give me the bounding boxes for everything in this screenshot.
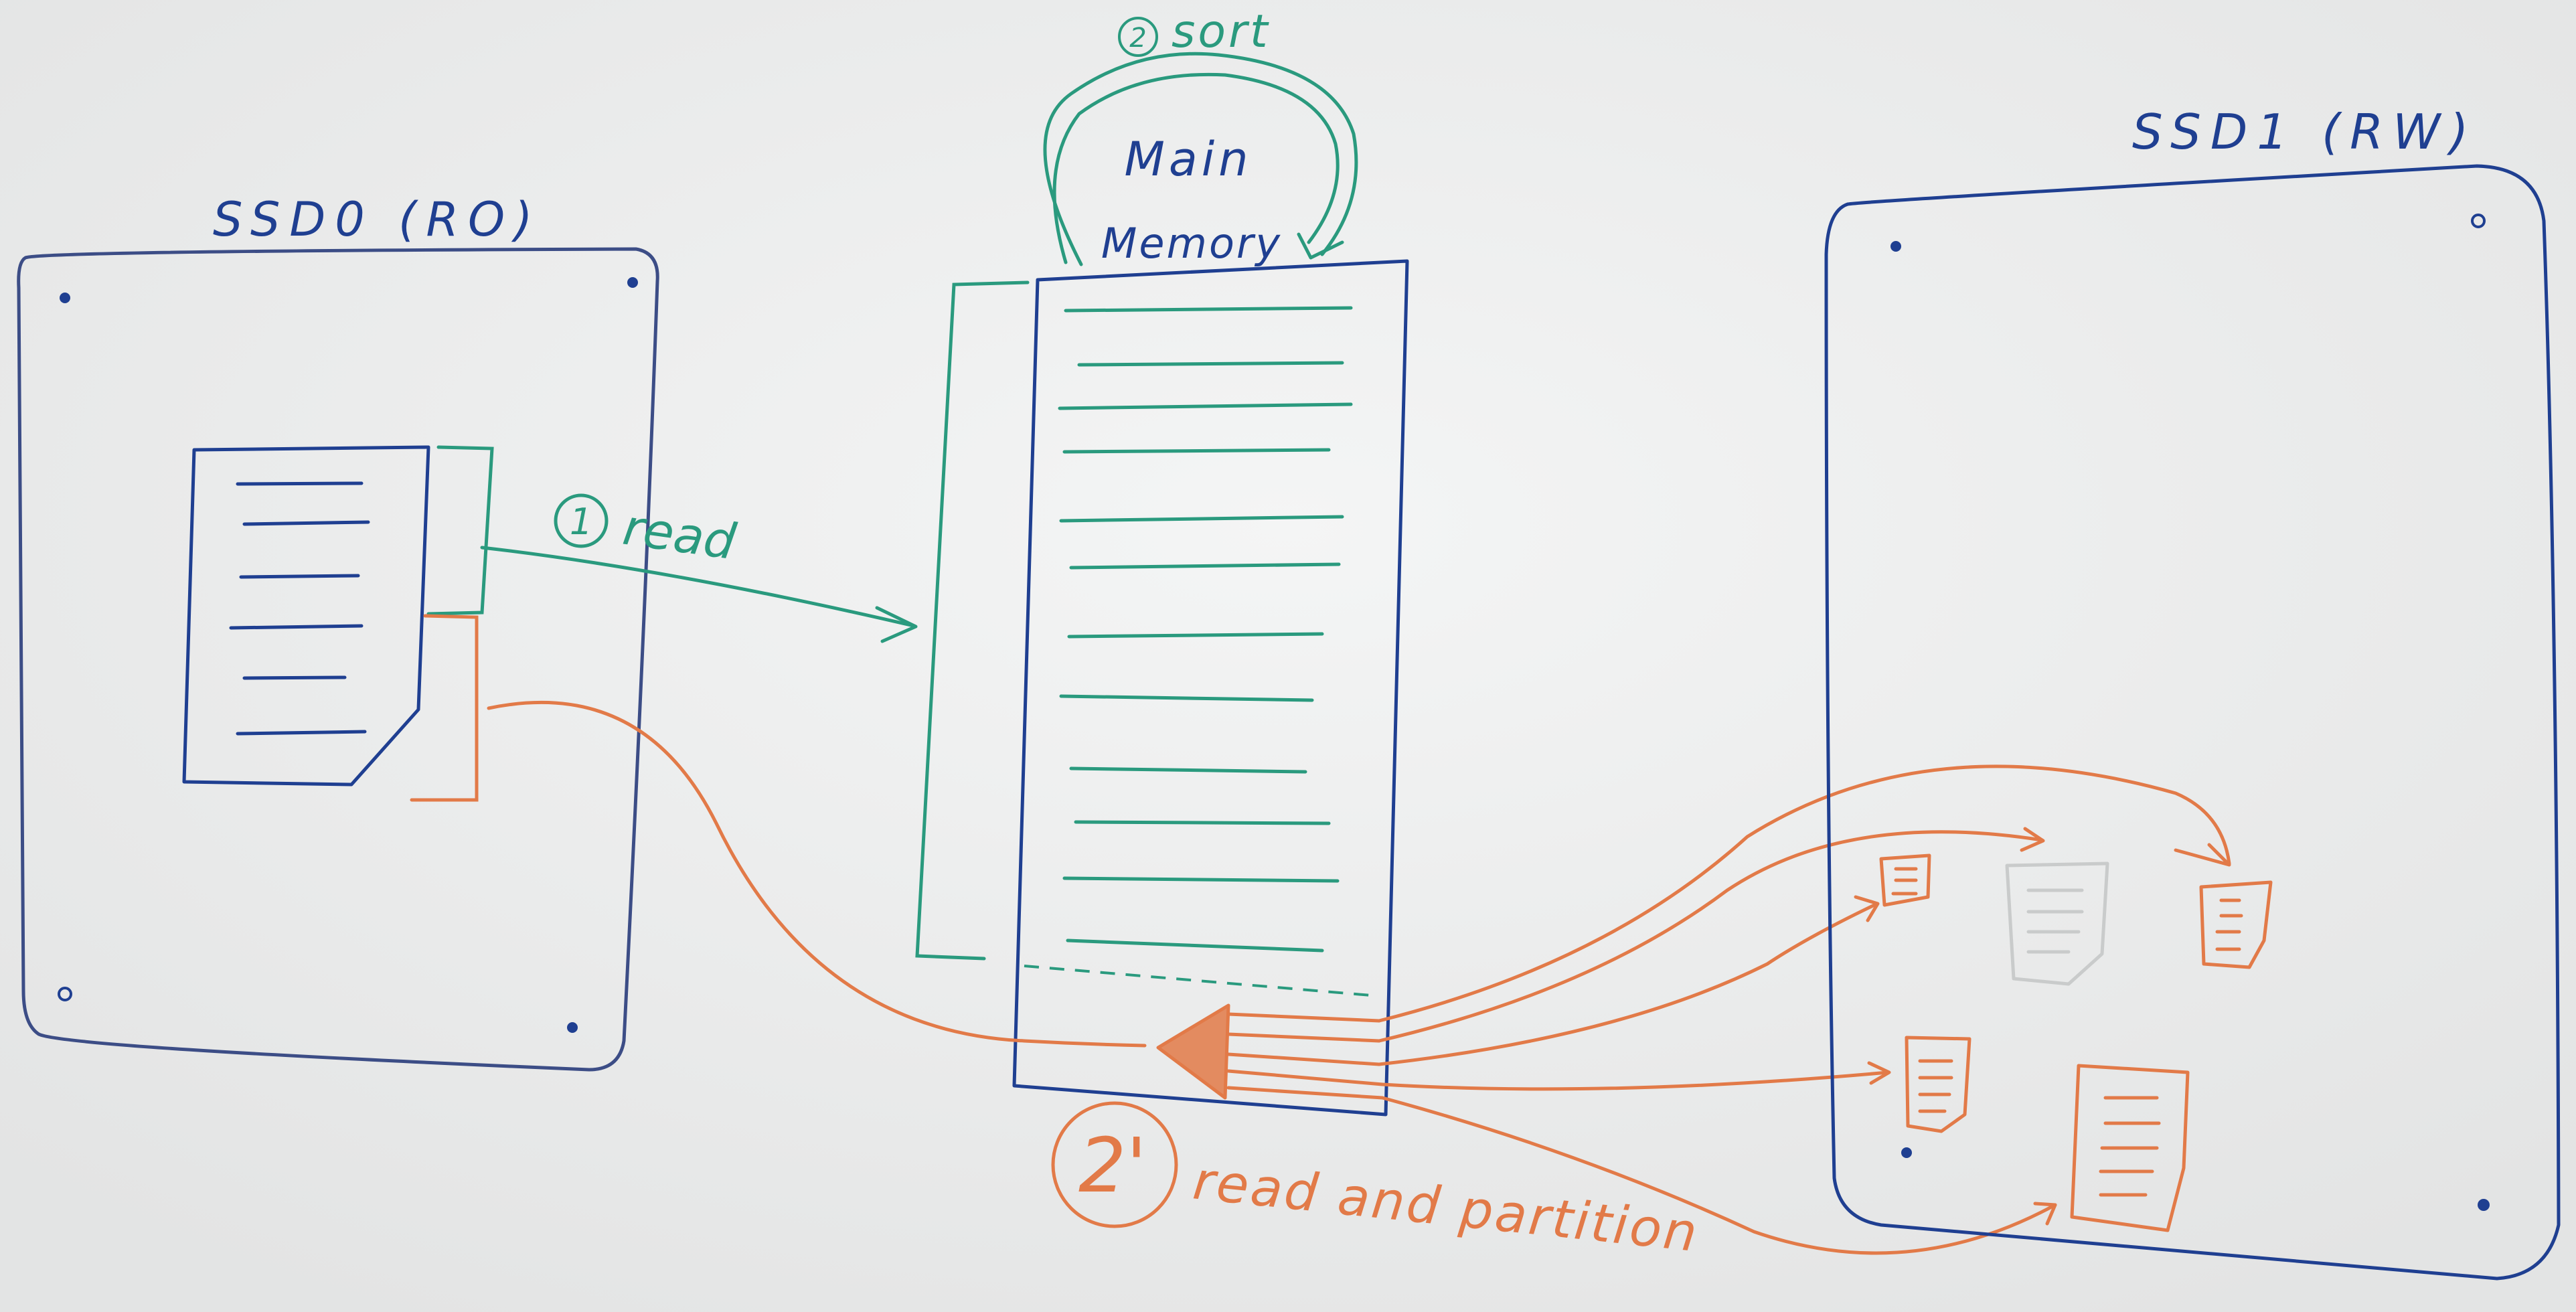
step-read-number-circle <box>554 493 609 548</box>
ssd0-outline <box>17 247 659 1072</box>
ssd0-screw-tr <box>627 277 638 288</box>
memory-record <box>1069 766 1307 774</box>
ssd1-screw-bl <box>1901 1147 1912 1158</box>
main-memory-label-line1: Main <box>1124 132 1252 187</box>
partitioner-triangle <box>1156 1003 1230 1100</box>
step-sort-label: 2 sort <box>1118 5 1271 58</box>
partition-file-p2-faded <box>2005 862 2109 986</box>
memory-record <box>1067 632 1324 639</box>
partition-curve-to-p4 <box>1380 1070 1890 1091</box>
memory-chunk-bracket <box>915 280 1030 961</box>
ssd1-screw-tl <box>1890 241 1901 252</box>
arrowhead <box>1867 1061 1891 1085</box>
ssd0-screw-tl <box>60 293 70 303</box>
arrowhead <box>1854 895 1880 922</box>
main-memory-column <box>1012 259 1409 1117</box>
memory-record <box>1077 361 1344 367</box>
memory-records <box>1058 306 1353 953</box>
ssd1-screw-tr <box>2471 214 2486 228</box>
partition-output-line <box>1226 1012 1381 1023</box>
input-file-document <box>182 445 430 787</box>
main-memory-label-line2: Memory <box>1101 219 1282 268</box>
memory-record <box>1066 938 1324 953</box>
step-partition-number-circle <box>1051 1101 1178 1228</box>
partition-curve-to-p1 <box>1377 903 1876 1066</box>
file-line-6 <box>236 730 367 736</box>
ssd1-screw-br <box>2478 1199 2490 1211</box>
ssd1-outline <box>1824 164 2561 1281</box>
read-chunk-bracket <box>426 445 494 616</box>
step-sort-number: 2 <box>1129 23 1146 54</box>
step-read-number: 1 <box>570 501 592 543</box>
memory-record <box>1069 562 1341 570</box>
arrowhead <box>2020 827 2045 852</box>
ssd0-screw-bl <box>58 987 72 1001</box>
partition-curve-to-p3 <box>1377 764 2231 1023</box>
partition-output-line <box>1226 1052 1381 1066</box>
memory-record <box>1074 820 1331 825</box>
step-sort-arrow <box>1043 52 1358 266</box>
step-sort-number-circle <box>1118 17 1158 57</box>
ssd1-label: SSD1 (RW) <box>2132 104 2478 160</box>
memory-record <box>1064 306 1353 313</box>
ssd1-drive <box>1824 164 2561 1281</box>
step-sort-text: sort <box>1172 5 1271 58</box>
file-line-1 <box>236 481 364 486</box>
partition-file-p1 <box>1879 853 1931 907</box>
partition-curve-to-p2 <box>1377 830 2044 1043</box>
partition-input-curve <box>487 700 1147 1048</box>
arrowhead <box>2033 1202 2057 1226</box>
ssd0-label: SSD0 (RO) <box>213 192 542 247</box>
file-line-2 <box>242 520 370 526</box>
step-partition-number: 2' <box>1078 1123 1147 1210</box>
ssd0-drive <box>17 247 659 1072</box>
memory-record <box>1062 876 1340 883</box>
file-line-5 <box>242 675 347 680</box>
partition-chunk-bracket <box>410 614 479 802</box>
step-partition-flow <box>487 700 2231 1255</box>
memory-record <box>1062 448 1331 454</box>
partition-file-p4 <box>1905 1036 1971 1133</box>
memory-record <box>1058 402 1353 410</box>
memory-record <box>1059 694 1314 702</box>
step-read-arrow <box>480 546 918 643</box>
partition-output-line <box>1226 1069 1384 1086</box>
partition-output-line <box>1226 1086 1384 1100</box>
ssd0-screw-br <box>567 1022 578 1033</box>
partition-output-line <box>1226 1032 1381 1043</box>
partition-curve-to-p5 <box>1380 1096 2057 1255</box>
partition-file-p5 <box>2070 1064 2190 1232</box>
arrowhead <box>2174 843 2231 867</box>
partition-file-p3 <box>2199 880 2273 969</box>
file-line-3 <box>239 574 360 579</box>
memory-partition-divider <box>1024 965 1380 997</box>
memory-record <box>1059 515 1344 523</box>
file-line-4 <box>229 624 364 630</box>
